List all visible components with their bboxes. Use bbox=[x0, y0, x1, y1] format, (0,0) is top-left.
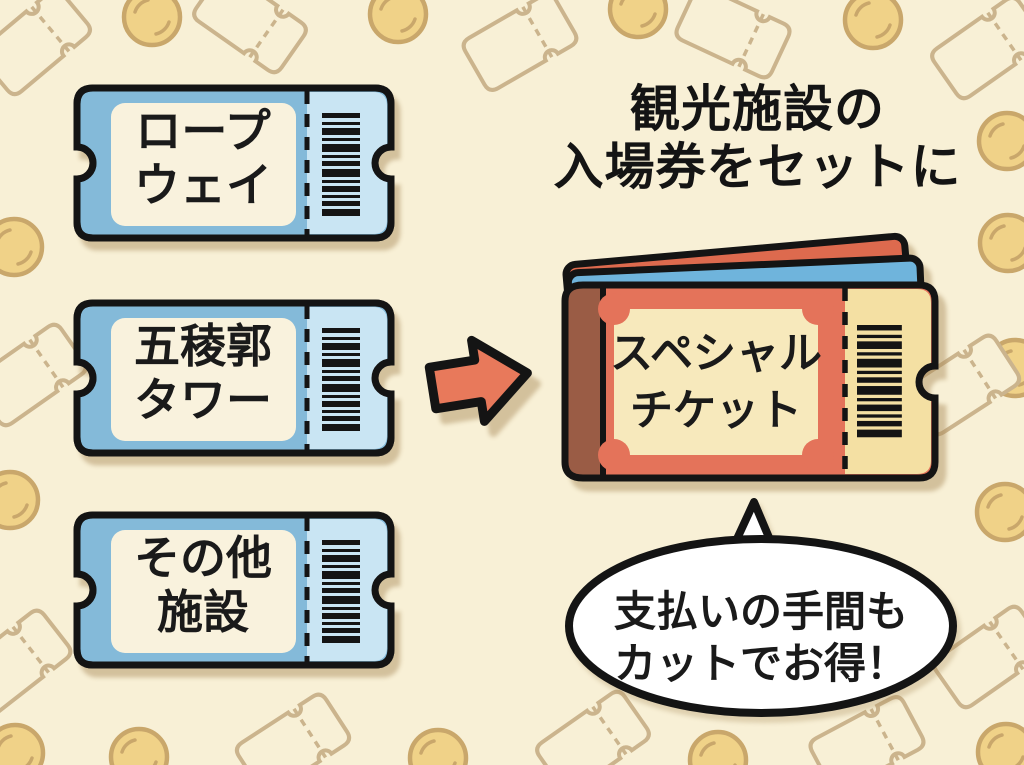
page-title-line1: 観光施設の bbox=[630, 80, 885, 138]
ticket-outline-icon bbox=[671, 0, 795, 83]
coin-icon bbox=[0, 219, 42, 275]
coin-icon bbox=[690, 732, 746, 765]
speech-bubble: 支払いの手間も カットでお得！ bbox=[565, 498, 957, 717]
coin-icon bbox=[979, 113, 1024, 169]
ticket-outline-icon bbox=[188, 0, 312, 78]
coin-icon bbox=[370, 0, 426, 42]
page-title-line2: 入場券をセットに bbox=[553, 138, 962, 196]
ticket-label-text: ウェイ bbox=[134, 158, 272, 212]
ticket-label-text: その他 bbox=[134, 531, 272, 585]
arrow-right-icon bbox=[424, 335, 532, 426]
ticket-outline bbox=[73, 299, 395, 457]
coin-icon bbox=[978, 724, 1024, 765]
ticket-label bbox=[111, 318, 296, 441]
ticket-label bbox=[111, 103, 296, 226]
coin-icon bbox=[0, 725, 43, 765]
special-ticket-text: チケット bbox=[630, 386, 802, 436]
special-ticket-text: スペシャル bbox=[610, 329, 822, 379]
ticket-outline bbox=[73, 84, 395, 242]
coin-icon bbox=[410, 730, 466, 765]
coin-icon bbox=[980, 215, 1024, 271]
coin-icon bbox=[0, 472, 38, 528]
coin-icon bbox=[610, 0, 666, 37]
label-corner-bite bbox=[598, 439, 630, 471]
ticket-label-text: 五稜郭 bbox=[134, 319, 272, 373]
arrow-shape bbox=[424, 335, 532, 426]
ticket-outline-icon bbox=[0, 0, 96, 100]
speech-bubble-text: カットでお得！ bbox=[614, 639, 908, 688]
special-ticket-spine bbox=[565, 285, 603, 478]
label-corner-bite bbox=[802, 439, 834, 471]
ticket-label-text: ロープ bbox=[135, 104, 270, 158]
coin-icon bbox=[124, 0, 180, 45]
speech-bubble-body bbox=[565, 535, 957, 717]
special-ticket-outline bbox=[561, 281, 939, 482]
label-corner-bite bbox=[802, 293, 834, 325]
special-ticket: スペシャル チケット bbox=[561, 232, 939, 482]
ticket-outline-icon bbox=[0, 605, 76, 719]
ticket-outline-icon bbox=[231, 689, 355, 765]
ticket-goryokaku-tower: 五稜郭 タワー bbox=[73, 299, 395, 457]
ticket-label bbox=[111, 530, 296, 653]
ticket-label-text: 施設 bbox=[157, 585, 249, 639]
ticket-other-facilities: その他 施設 bbox=[73, 511, 395, 669]
speech-bubble-text: 支払いの手間も bbox=[614, 587, 908, 636]
ticket-ropeway: ロープ ウェイ bbox=[73, 84, 395, 242]
ticket-label-text: タワー bbox=[134, 373, 272, 427]
coin-icon bbox=[977, 484, 1024, 540]
ticket-outline bbox=[73, 511, 395, 669]
label-corner-bite bbox=[598, 293, 630, 325]
coin-icon bbox=[845, 0, 901, 48]
special-ticket-label bbox=[614, 309, 818, 455]
page-title: 観光施設の 入場券をセットに bbox=[535, 80, 980, 196]
coin-icon bbox=[111, 729, 167, 765]
